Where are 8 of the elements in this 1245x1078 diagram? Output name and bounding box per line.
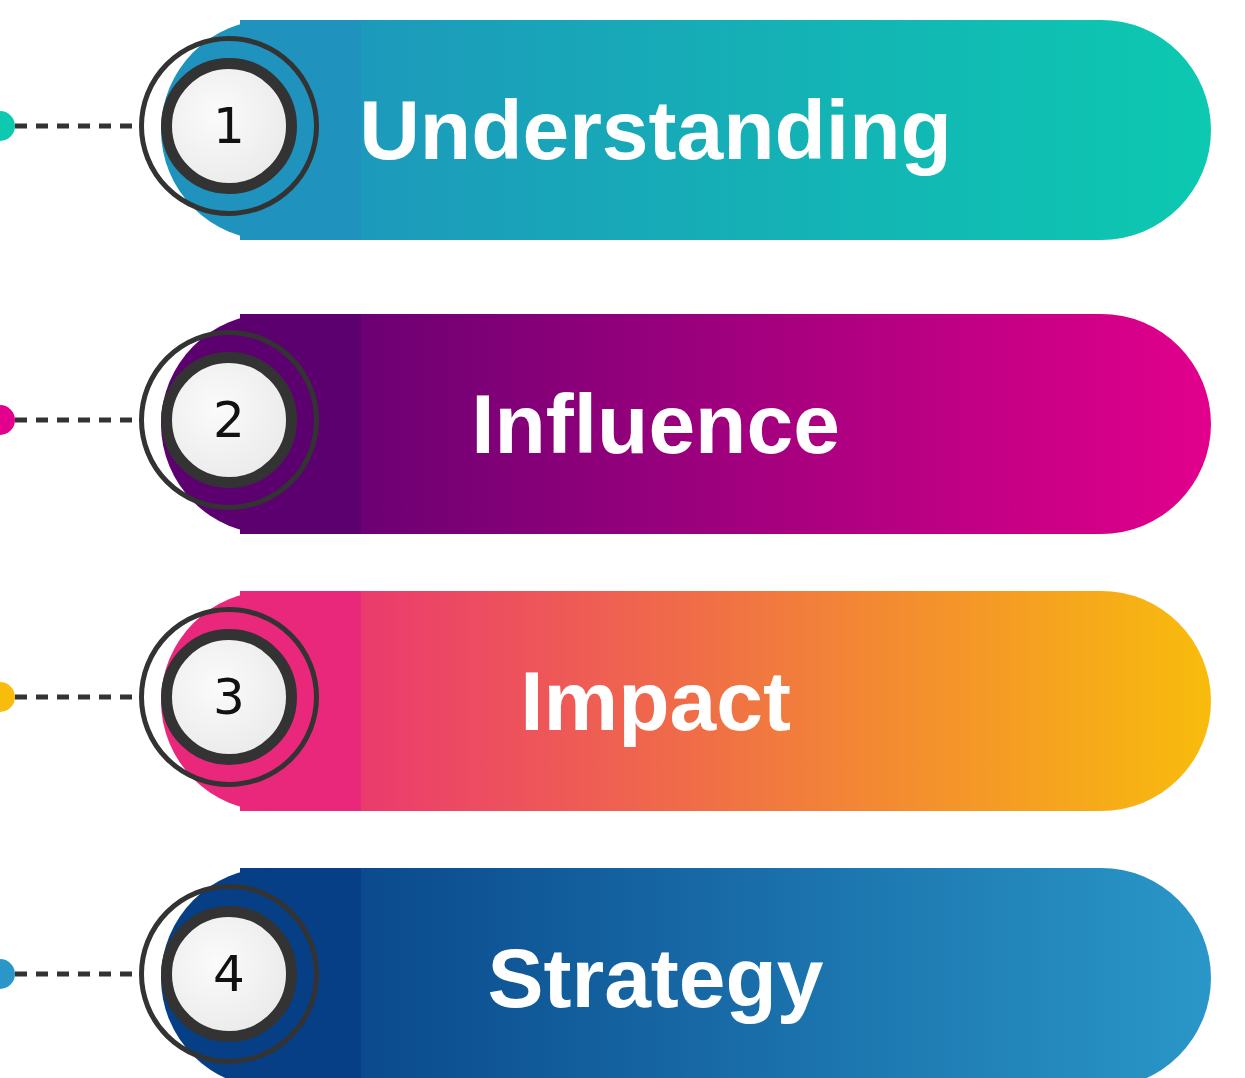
step-number: 1 [213, 101, 245, 151]
step-title: Strategy [487, 929, 824, 1027]
step-number: 3 [213, 672, 245, 722]
step-title: Influence [471, 375, 840, 473]
step-title: Understanding [359, 81, 952, 179]
step-number: 2 [213, 395, 245, 445]
step-title: Impact [520, 652, 791, 750]
step-number: 4 [213, 949, 245, 999]
